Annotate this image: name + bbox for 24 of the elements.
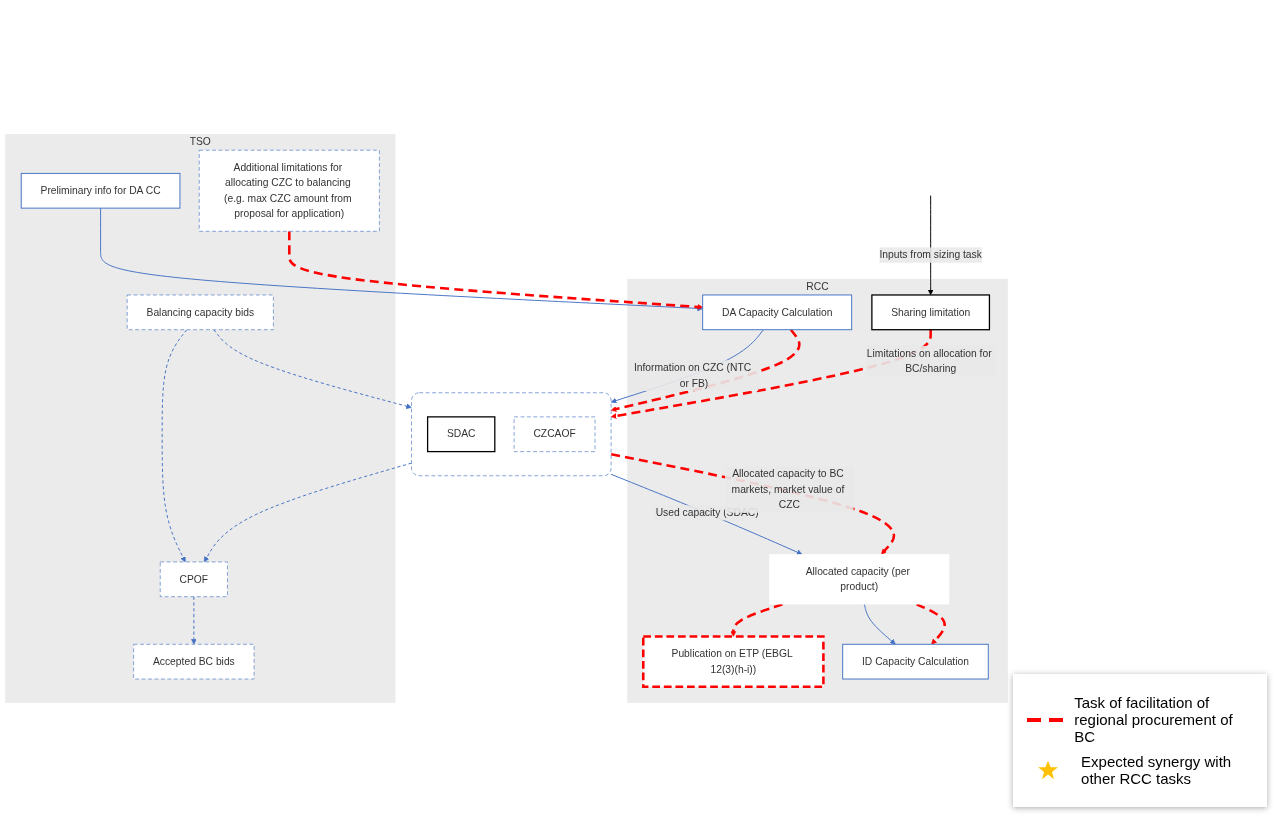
legend-text: Expected synergy with other RCC tasks — [1081, 753, 1233, 787]
node-box: SDAC — [426, 416, 496, 453]
node-box: Balancing capacity bids — [126, 294, 274, 331]
arrow — [288, 231, 703, 310]
legend-text: Task of facilitation of regional procurement of BC — [1074, 694, 1234, 745]
node-box: CZCAOF — [513, 416, 596, 452]
arrow — [610, 452, 896, 555]
edge-label: Limitations on allocation for BC/sharing — [866, 347, 992, 375]
node-box: CPOF — [159, 561, 228, 597]
edge-label: Inputs from sizing task — [879, 249, 982, 261]
cluster — [411, 392, 612, 477]
arrow — [610, 329, 932, 419]
edge-label: Used capacity (SDAC) — [655, 507, 759, 519]
arrow — [730, 603, 783, 637]
edge-label: Information on CZC (NTC or FB) — [633, 362, 752, 389]
node-box: Sharing limitation — [871, 294, 991, 331]
node-box: DA Capacity Calculation — [702, 294, 853, 331]
node-box: Publication on ETP (EBGL 12(3)(h-i)) — [642, 635, 825, 689]
arrow — [916, 603, 946, 645]
node-box: Accepted BC bids — [133, 643, 255, 680]
node-box: Allocated capacity (per product) — [769, 554, 950, 605]
node-box: Preliminary info for DA CC — [20, 172, 181, 209]
node-box: Additional limitations for allocating CZC to balancing (e.g. max CZC amount from proposal for application) — [198, 149, 380, 232]
node-box: ID Capacity Calculation — [842, 643, 989, 680]
